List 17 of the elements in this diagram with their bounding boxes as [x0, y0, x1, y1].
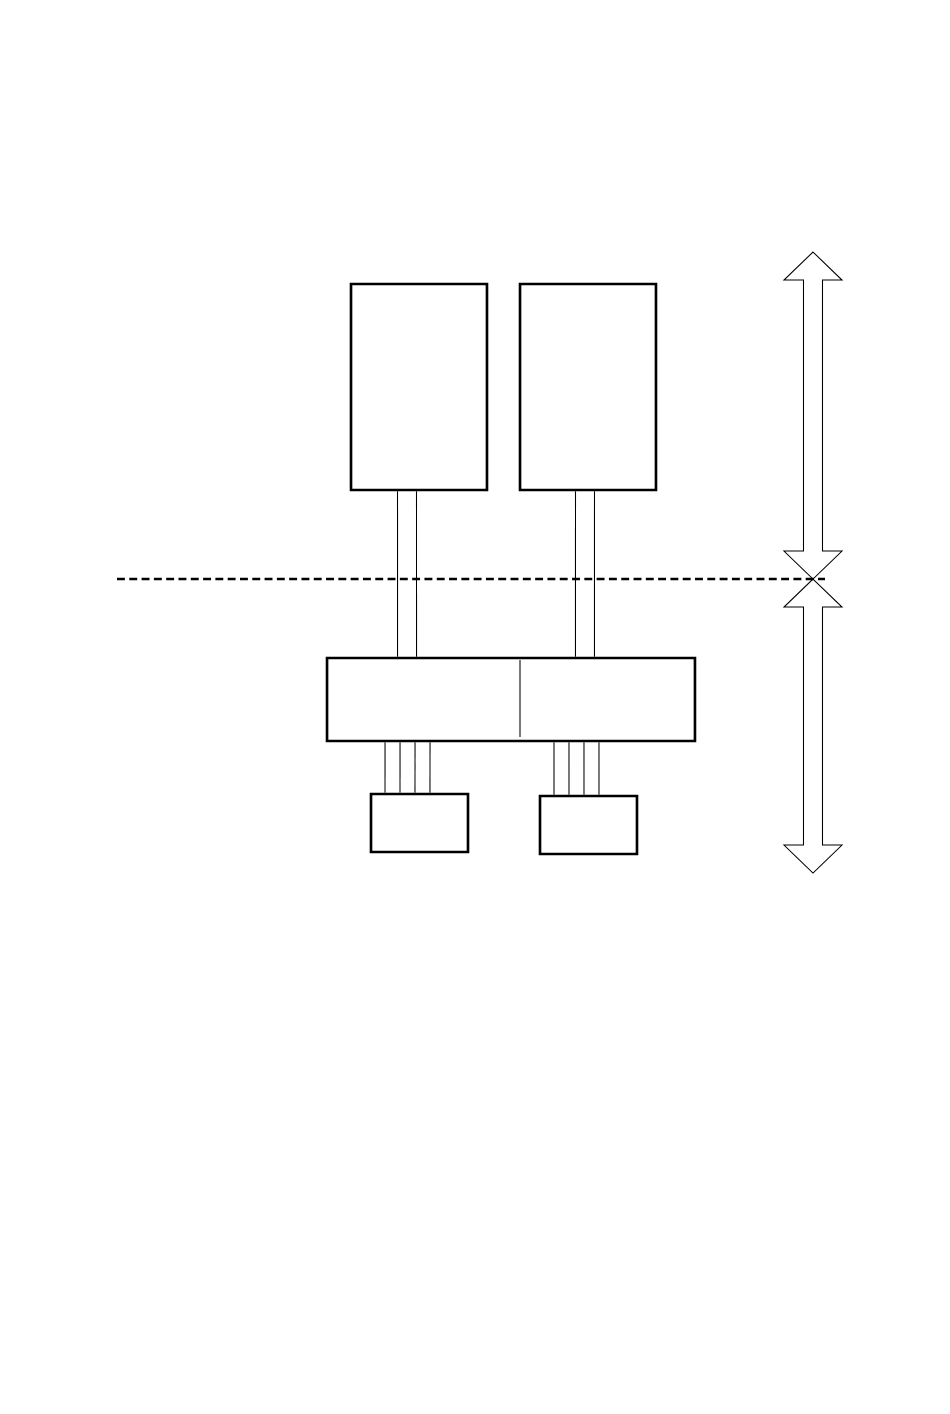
block-box [538, 794, 639, 856]
connection-line [598, 741, 600, 796]
connection-line [553, 741, 555, 796]
connection-line [593, 490, 596, 658]
connection-line [415, 490, 418, 658]
connection-line [568, 741, 570, 796]
block-box [369, 792, 470, 854]
connection-line [399, 741, 401, 794]
connection-line [397, 490, 399, 658]
block-box [325, 656, 697, 743]
connection-line [583, 741, 585, 796]
connection-line [414, 741, 416, 794]
connection-line [429, 741, 431, 794]
block-box [518, 282, 658, 492]
connection-line [384, 741, 386, 794]
connection-line [574, 490, 577, 658]
block-box [349, 282, 489, 492]
